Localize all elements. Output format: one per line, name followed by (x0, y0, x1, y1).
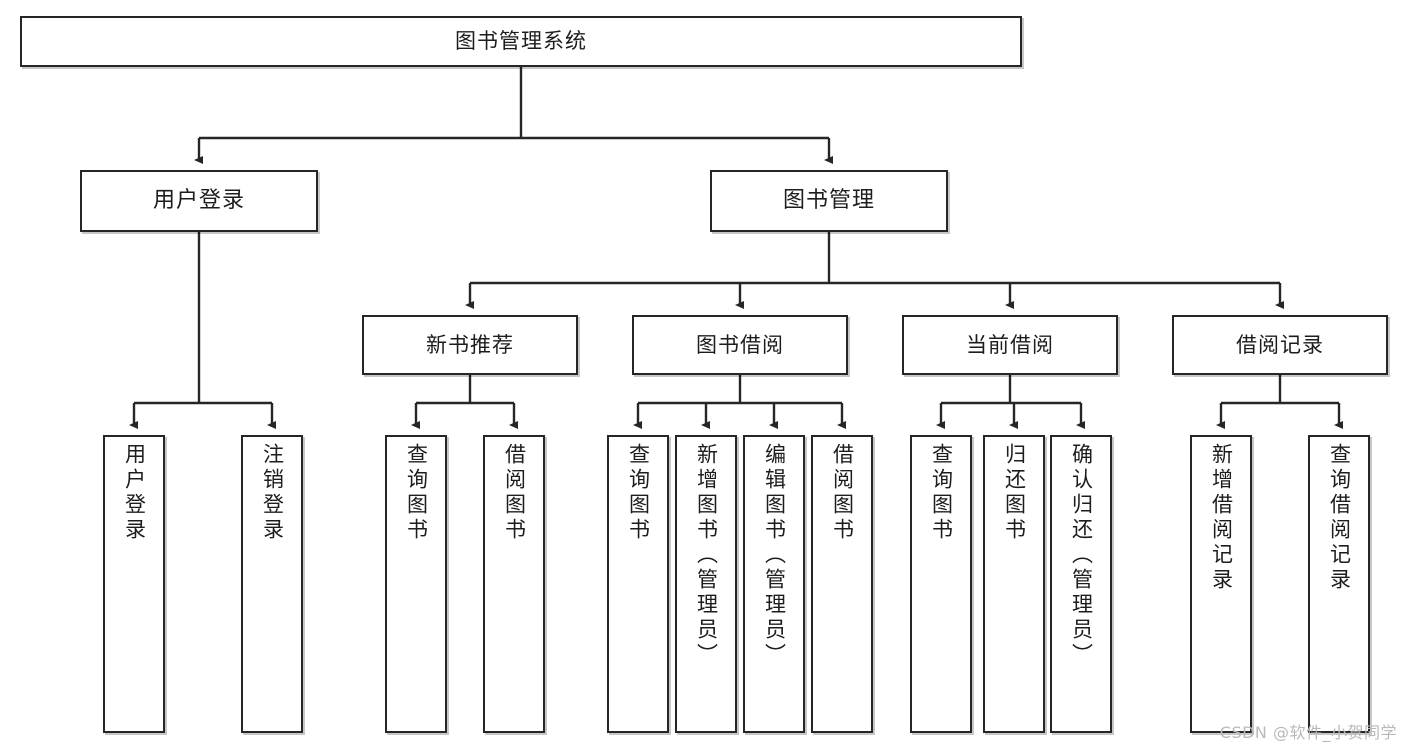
node-label: 注销登录 (260, 443, 285, 543)
node-label: 查询图书 (404, 443, 429, 543)
node-label: 查询图书 (929, 443, 954, 543)
node-label: 新增图书（管理员） (694, 443, 719, 668)
node-label: 图书管理系统 (455, 29, 587, 54)
node-l-cu-ret[interactable]: 归还图书 (983, 435, 1045, 733)
node-label: 借阅图书 (830, 443, 855, 543)
node-label: 当前借阅 (966, 332, 1054, 357)
node-l-bk-query[interactable]: 查询图书 (607, 435, 669, 733)
node-l-cu-query[interactable]: 查询图书 (910, 435, 972, 733)
node-l-login[interactable]: 用户登录 (103, 435, 165, 733)
node-bookmgmt[interactable]: 图书管理 (710, 170, 948, 232)
node-l-rc-query[interactable]: 查询借阅记录 (1308, 435, 1370, 733)
node-l-logout[interactable]: 注销登录 (241, 435, 303, 733)
node-records[interactable]: 借阅记录 (1172, 315, 1388, 375)
node-login[interactable]: 用户登录 (80, 170, 318, 232)
node-l-rc-add[interactable]: 新增借阅记录 (1190, 435, 1252, 733)
node-l-bk-add[interactable]: 新增图书（管理员） (675, 435, 737, 733)
node-borrow[interactable]: 图书借阅 (632, 315, 848, 375)
node-root[interactable]: 图书管理系统 (20, 16, 1022, 67)
node-l-bk-lend[interactable]: 借阅图书 (811, 435, 873, 733)
node-l-nb-query[interactable]: 查询图书 (385, 435, 447, 733)
node-label: 确认归还（管理员） (1069, 443, 1094, 668)
node-label: 图书管理 (782, 188, 875, 214)
node-l-bk-edit[interactable]: 编辑图书（管理员） (743, 435, 805, 733)
node-label: 图书借阅 (696, 332, 784, 357)
node-l-cu-conf[interactable]: 确认归还（管理员） (1050, 435, 1112, 733)
node-label: 归还图书 (1002, 443, 1027, 543)
node-label: 查询图书 (626, 443, 651, 543)
node-label: 编辑图书（管理员） (762, 443, 787, 668)
node-newbook[interactable]: 新书推荐 (362, 315, 578, 375)
node-label: 查询借阅记录 (1327, 443, 1352, 593)
node-l-nb-borrow[interactable]: 借阅图书 (483, 435, 545, 733)
watermark: CSDN @软件_小贺同学 (1219, 723, 1397, 742)
node-label: 用户登录 (152, 188, 245, 214)
node-label: 新书推荐 (426, 332, 514, 357)
node-label: 借阅记录 (1236, 332, 1324, 357)
node-label: 用户登录 (122, 443, 147, 543)
node-label: 借阅图书 (502, 443, 527, 543)
node-current[interactable]: 当前借阅 (902, 315, 1118, 375)
node-label: 新增借阅记录 (1209, 443, 1234, 593)
